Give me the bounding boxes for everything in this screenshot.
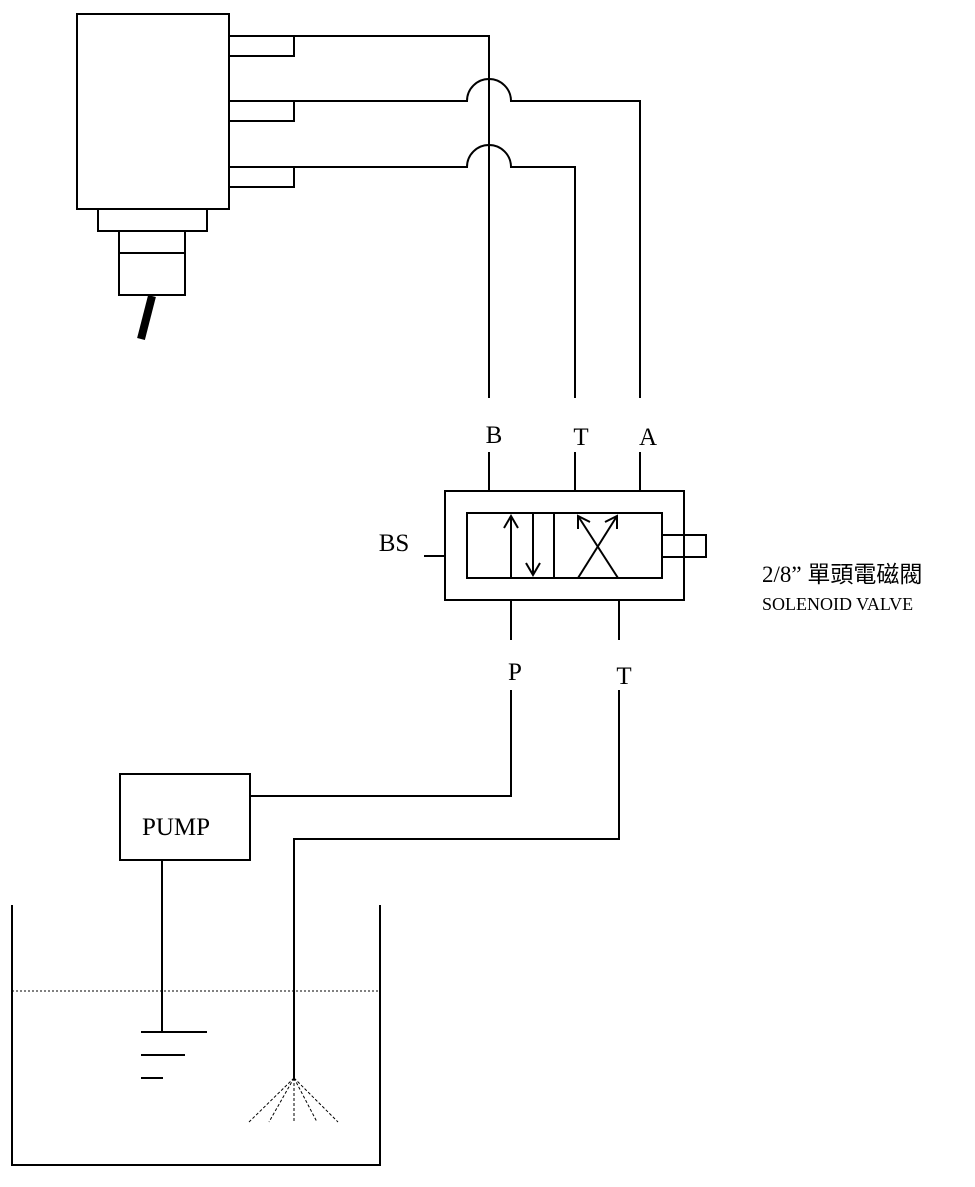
pump-box bbox=[119, 773, 251, 861]
port-label-p: P bbox=[508, 659, 522, 686]
valve-cross-arrow-1-head-icon bbox=[577, 514, 591, 529]
valve-solenoid-actuator bbox=[661, 534, 707, 558]
actuator-lines bbox=[294, 35, 641, 398]
valve-outer-body bbox=[444, 490, 685, 601]
valve-caption-line2: SOLENOID VALVE bbox=[762, 594, 913, 614]
port-label-bs: BS bbox=[379, 530, 410, 557]
pump-label: PUMP bbox=[142, 814, 210, 841]
line-to-port-b bbox=[294, 35, 490, 398]
actuator bbox=[76, 13, 295, 340]
valve-cross-arrow-2-head-icon bbox=[604, 514, 618, 529]
valve-spool-box bbox=[466, 512, 663, 579]
actuator-port-1 bbox=[229, 35, 295, 57]
valve-arrow-up-head-icon bbox=[503, 514, 519, 529]
port-label-t-bottom: T bbox=[616, 663, 631, 690]
port-label-t-top: T bbox=[573, 424, 588, 451]
actuator-neck bbox=[97, 208, 208, 232]
actuator-port-3 bbox=[229, 166, 295, 188]
port-label-b: B bbox=[486, 422, 503, 449]
return-diffuser-icon bbox=[248, 1077, 339, 1123]
actuator-rod-housing bbox=[118, 230, 186, 296]
line-to-port-t-top bbox=[294, 144, 576, 398]
tank bbox=[11, 905, 381, 1166]
solenoid-valve bbox=[424, 452, 707, 640]
actuator-body bbox=[76, 13, 230, 210]
actuator-cable bbox=[137, 295, 156, 340]
port-label-a: A bbox=[639, 424, 657, 451]
valve-arrow-down-head-icon bbox=[525, 562, 541, 577]
valve-cross-arrow-2-icon bbox=[577, 515, 618, 579]
line-to-port-a bbox=[294, 78, 641, 398]
actuator-port-2 bbox=[229, 100, 295, 122]
valve-caption-line1: 2/8” 單頭電磁閥 bbox=[762, 562, 922, 587]
suction-strainer-icon bbox=[141, 1031, 207, 1079]
line-p-to-pump bbox=[250, 690, 512, 797]
line-t-return bbox=[293, 690, 620, 1078]
